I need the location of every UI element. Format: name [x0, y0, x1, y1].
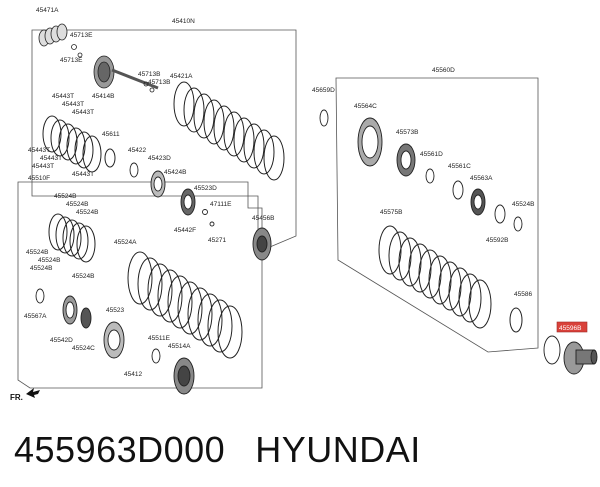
label-45423D: 45423D	[148, 155, 171, 162]
label-45410N: 45410N	[172, 18, 195, 25]
label-45422: 45422	[128, 147, 146, 154]
label-45659D: 45659D	[312, 87, 335, 94]
label-45443T-c: 45443T	[72, 109, 94, 116]
label-45573B: 45573B	[396, 129, 418, 136]
label-45567A: 45567A	[24, 313, 47, 320]
label-45271: 45271	[208, 237, 226, 244]
label-45510F: 45510F	[28, 175, 50, 182]
label-45421A: 45421A	[170, 73, 193, 80]
part-clutch-pack-45443T	[42, 115, 116, 173]
part-clutch-pack-45524B	[48, 213, 96, 263]
part-right-top	[319, 109, 523, 232]
label-45443T-f: 45443T	[32, 163, 54, 170]
label-45586: 45586	[514, 291, 532, 298]
label-45514A: 45514A	[168, 343, 191, 350]
label-45443T-e: 45443T	[40, 155, 62, 162]
label-45524B-e: 45524B	[38, 257, 60, 264]
label-45564C: 45564C	[354, 103, 377, 110]
label-45713E-a: 45713E	[70, 32, 93, 39]
group-frame-45560D	[335, 77, 539, 353]
part-number: 455963D000	[14, 429, 226, 470]
highlighted-label-text: 45596B	[559, 325, 581, 332]
label-45524B-h: 45524B	[512, 201, 534, 208]
label-45524B-g: 45524B	[72, 273, 94, 280]
fr-arrow-icon	[26, 388, 40, 398]
part-clutch-pack-45524A	[127, 251, 243, 359]
label-45523: 45523	[106, 307, 124, 314]
label-45561D: 45561D	[420, 151, 443, 158]
fr-label: FR.	[10, 393, 23, 402]
part-washers-middle	[129, 162, 272, 261]
brand-name: HYUNDAI	[255, 429, 421, 470]
part-clutch-pack-45575B	[378, 225, 523, 333]
label-45560D: 45560D	[432, 67, 455, 74]
label-45511E: 45511E	[148, 335, 171, 342]
label-45524B-b: 45524B	[66, 201, 88, 208]
label-45524B-f: 45524B	[30, 265, 52, 272]
part-shaft-gear	[71, 44, 159, 93]
label-47111E: 47111E	[210, 201, 232, 208]
caption-bar: 455963D000 HYUNDAI	[14, 420, 421, 480]
label-45524B-c: 45524B	[76, 209, 98, 216]
label-45523D: 45523D	[194, 185, 217, 192]
label-45592B: 45592B	[486, 237, 508, 244]
part-lower-left	[35, 288, 195, 395]
label-45524B-a: 45524B	[54, 193, 76, 200]
part-clutch-pack-45421A	[173, 81, 285, 181]
label-45424B: 45424B	[164, 169, 186, 176]
label-45713E-b: 45713E	[60, 57, 83, 64]
part-spring-45471A	[38, 23, 68, 47]
label-45443T-d: 45443T	[28, 147, 50, 154]
group-frame-45510F	[17, 181, 263, 389]
label-45524C: 45524C	[72, 345, 95, 352]
label-45713B-a: 45713B	[138, 71, 160, 78]
part-45596B-highlighted	[543, 335, 598, 375]
label-45575B: 45575B	[380, 209, 402, 216]
label-45412: 45412	[124, 371, 142, 378]
label-45442F: 45442F	[174, 227, 196, 234]
label-45471A: 45471A	[36, 7, 59, 14]
exploded-parts-diagram: 45471A 45410N 45713E 45713E 45713B 45713…	[10, 7, 598, 402]
label-45456B: 45456B	[252, 215, 274, 222]
label-45524A: 45524A	[114, 239, 137, 246]
highlighted-label-45596B: 45596B	[556, 321, 588, 333]
part-labels: 45471A 45410N 45713E 45713E 45713B 45713…	[24, 7, 534, 378]
label-45443T-a: 45443T	[52, 93, 74, 100]
label-45713B-b: 45713B	[148, 79, 170, 86]
label-45611: 45611	[102, 131, 120, 138]
label-45443T-g: 45443T	[72, 171, 94, 178]
label-45542D: 45542D	[50, 337, 73, 344]
label-45443T-b: 45443T	[62, 101, 84, 108]
label-45414B: 45414B	[92, 93, 114, 100]
front-direction-indicator: FR.	[10, 388, 40, 402]
label-45524B-d: 45524B	[26, 249, 48, 256]
label-45563A: 45563A	[470, 175, 493, 182]
label-45561C: 45561C	[448, 163, 471, 170]
